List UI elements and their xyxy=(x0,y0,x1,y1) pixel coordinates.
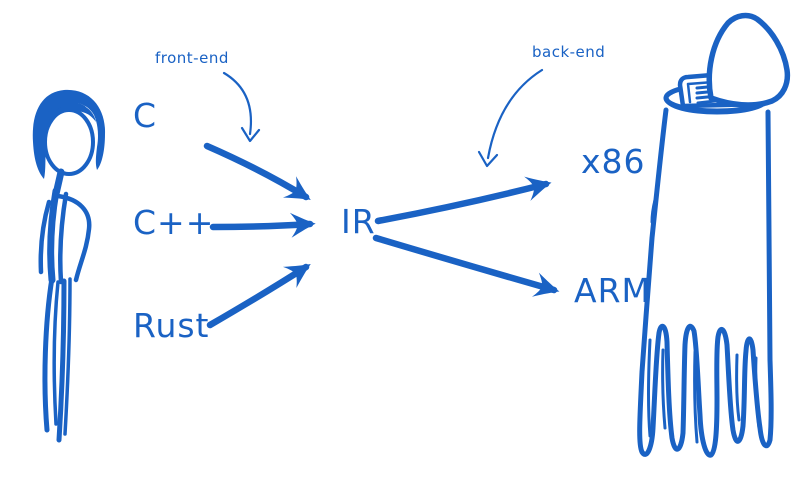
person-right-leg-inner xyxy=(63,277,72,436)
arrow-ir-to-x86 xyxy=(374,176,552,225)
person-doodle xyxy=(32,89,106,443)
person-right-arm xyxy=(55,193,92,283)
label-ir: IR xyxy=(341,202,376,241)
arrow-cpp-to-ir xyxy=(209,212,316,238)
trash-can-body xyxy=(637,107,774,458)
person-left-leg-inner xyxy=(52,280,60,426)
label-source-rust: Rust xyxy=(133,306,210,345)
arrow-c-to-ir xyxy=(203,142,311,201)
trash-can-dent xyxy=(650,198,657,224)
label-target-arm: ARM xyxy=(574,271,651,310)
back-end-pointer-head xyxy=(477,150,499,168)
trash-can-drip-details xyxy=(647,338,761,444)
flow-arrows xyxy=(203,142,560,329)
back-end-pointer xyxy=(486,68,544,160)
label-source-c: C xyxy=(133,96,158,135)
person-right-leg xyxy=(56,278,67,443)
arrow-ir-to-arm xyxy=(372,234,560,297)
person-torso-contour xyxy=(58,191,69,285)
trash-can-lid xyxy=(706,12,791,108)
person-left-arm xyxy=(38,199,52,275)
melting-trash-can-doodle xyxy=(637,12,791,458)
label-source-cpp: C++ xyxy=(133,203,215,242)
person-torso xyxy=(47,187,60,284)
person-face xyxy=(43,108,95,176)
label-target-x86: x86 xyxy=(581,142,646,181)
arrow-rust-to-ir xyxy=(206,263,311,329)
front-end-pointer-head xyxy=(240,126,261,143)
annotation-arrows xyxy=(222,68,544,168)
front-end-pointer xyxy=(222,71,252,136)
annotation-back-end: back-end xyxy=(532,43,606,61)
person-hair-front xyxy=(46,103,96,130)
person-left-leg xyxy=(42,275,55,433)
annotation-front-end: front-end xyxy=(155,49,229,67)
